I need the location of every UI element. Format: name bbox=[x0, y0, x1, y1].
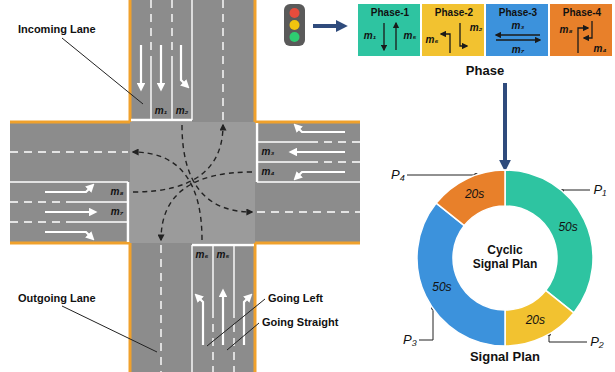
movement-label: m₈ bbox=[560, 24, 573, 36]
phase-title: Phase-4 bbox=[563, 7, 601, 19]
movement-arrow bbox=[496, 39, 540, 40]
movement-arrow bbox=[383, 23, 384, 50]
duration-label: 50s bbox=[558, 221, 577, 235]
lane-callout: Going Straight bbox=[262, 316, 338, 329]
ring-segment bbox=[417, 203, 505, 346]
movement-label: m₄ bbox=[262, 166, 275, 178]
flow-connector bbox=[503, 83, 507, 167]
road-edge bbox=[10, 0, 360, 372]
ring-segment bbox=[505, 170, 593, 313]
movement-label: m₇ bbox=[111, 206, 124, 218]
lane-marking bbox=[10, 0, 360, 372]
movement-label: m₅ bbox=[217, 249, 230, 261]
movement-label: m₃ bbox=[262, 146, 275, 158]
movement-label: m₁ bbox=[364, 30, 376, 42]
movement-label: m₆ bbox=[426, 34, 439, 46]
duration-label: 50s bbox=[432, 281, 451, 295]
phase-callout: P₁ bbox=[594, 183, 607, 198]
phase-table: PhasePhase-1m₁m₅Phase-2m₆m₂Phase-3m₃m₇Ph… bbox=[357, 3, 613, 81]
movement-label: m₅ bbox=[404, 30, 417, 42]
lane-callout: Outgoing Lane bbox=[18, 292, 96, 305]
phase-title: Phase-2 bbox=[435, 7, 473, 19]
phase-title: Phase-3 bbox=[499, 7, 537, 19]
movement-label: m₁ bbox=[155, 105, 167, 117]
movement-arrow bbox=[584, 21, 592, 38]
ring-segment bbox=[436, 170, 505, 226]
phase-box: Phase-4 m₈ m₄ bbox=[549, 3, 613, 57]
movement-label: m₄ bbox=[594, 43, 607, 55]
movement-label: m₇ bbox=[512, 44, 525, 56]
phase-box: Phase-1 m₁ m₅ bbox=[357, 3, 421, 57]
movement-arrow bbox=[496, 34, 540, 35]
signal-plan-ring: Cyclic Signal PlanSignal Plan bbox=[417, 170, 593, 366]
phase-callout: P₃ bbox=[403, 333, 417, 348]
ring-center-label: Cyclic Signal Plan bbox=[469, 244, 541, 272]
phase-box: Phase-2 m₆ m₂ bbox=[421, 3, 485, 57]
movement-label: m₂ bbox=[176, 105, 189, 117]
phase-heading: Phase bbox=[466, 64, 504, 79]
movement-label: m₆ bbox=[196, 249, 209, 261]
movement-arrow bbox=[460, 23, 467, 46]
movement-label: m₃ bbox=[512, 20, 525, 32]
road-surface bbox=[10, 0, 360, 372]
ring-segment bbox=[505, 290, 574, 346]
lane-callout: Going Left bbox=[268, 292, 323, 305]
movement-label: m₈ bbox=[111, 186, 124, 198]
phase-callout: P₂ bbox=[590, 335, 604, 350]
phase-callout: P₄ bbox=[391, 168, 405, 183]
movement-arrow bbox=[395, 23, 396, 50]
leader-line bbox=[62, 38, 265, 352]
movement-label: m₂ bbox=[470, 22, 483, 34]
lane-callout: Incoming Lane bbox=[18, 23, 96, 36]
turn-path bbox=[133, 125, 252, 240]
phase-box: Phase-3m₃ m₇ bbox=[485, 3, 549, 57]
flow-arrow bbox=[313, 26, 343, 27]
movement-arrow bbox=[441, 34, 450, 53]
signal-plan-heading: Signal Plan bbox=[470, 350, 540, 365]
movement-arrow bbox=[578, 28, 588, 53]
traffic-light-icon bbox=[284, 4, 305, 46]
duration-label: 20s bbox=[526, 314, 545, 328]
duration-label: 20s bbox=[465, 188, 484, 202]
phase-title: Phase-1 bbox=[371, 7, 409, 19]
